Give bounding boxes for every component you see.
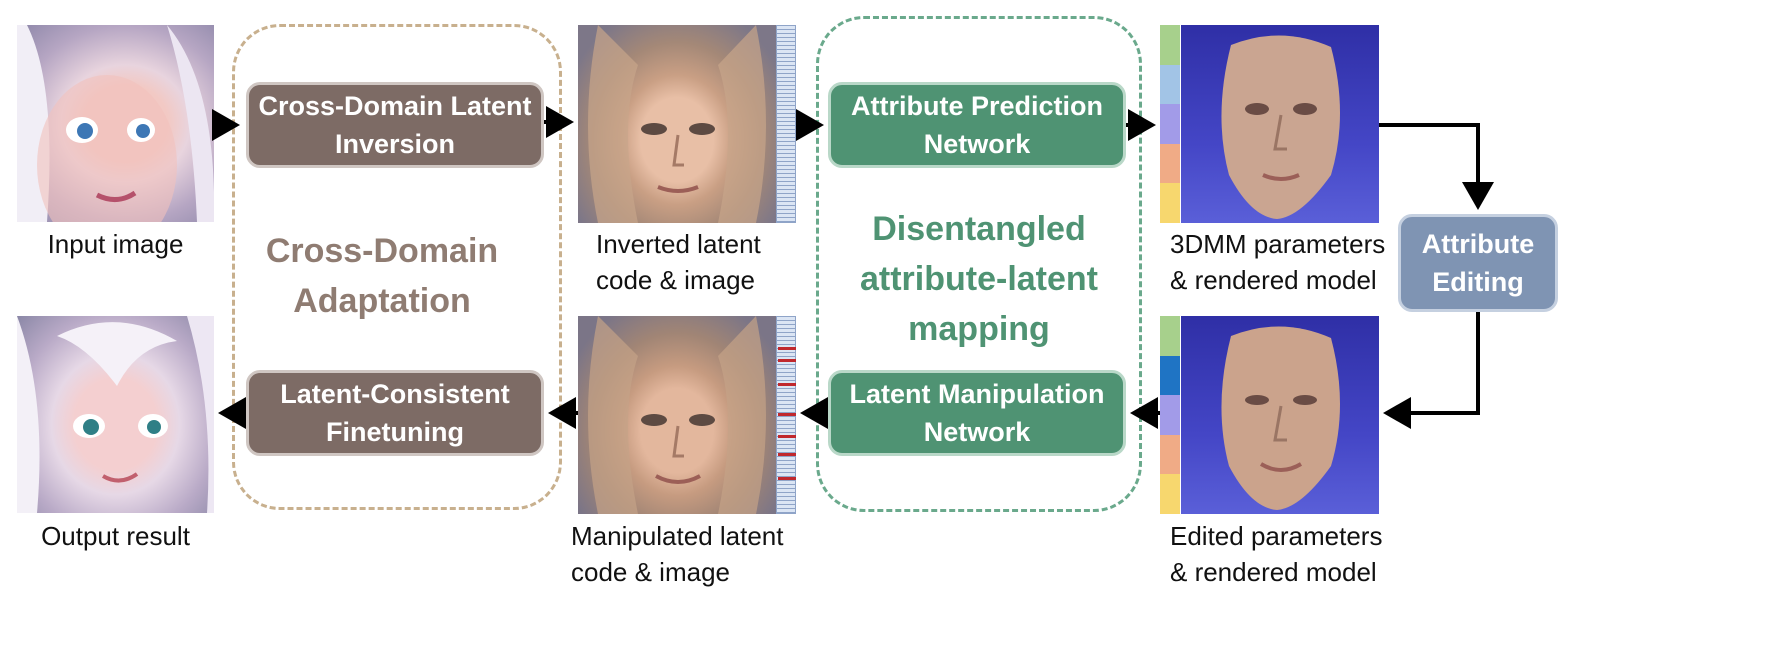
parameter-segment — [1160, 355, 1180, 396]
disentangled-region — [816, 16, 1142, 512]
cross-domain-region — [232, 24, 562, 510]
parameter-segment — [1160, 104, 1180, 144]
input-image — [17, 25, 214, 222]
disentangled-label: Disentangled attribute-latent mapping — [860, 210, 1098, 348]
cross-domain-label: Cross-Domain Adaptation — [265, 232, 499, 320]
input-caption: Input image — [47, 229, 184, 259]
3dmm-parameter-strip — [1160, 25, 1180, 223]
parameter-segment — [1160, 183, 1180, 223]
manipulated-face-image — [578, 316, 776, 514]
arrow-editing-to-edited — [1383, 312, 1480, 429]
attribute-prediction-network-box: Attribute Prediction Network — [828, 82, 1126, 168]
inverted-face-image — [578, 25, 776, 223]
3dmm-caption: 3DMM parameters & rendered model — [1170, 229, 1386, 295]
edited-caption: Edited parameters & rendered model — [1170, 521, 1383, 587]
rendered-3dmm-model — [1181, 25, 1379, 223]
parameter-segment — [1160, 316, 1180, 356]
edited-parameter-strip — [1160, 316, 1180, 514]
latent-consistent-finetuning-box: Latent-Consistent Finetuning — [246, 370, 544, 456]
cross-domain-inversion-box: Cross-Domain Latent Inversion — [246, 82, 544, 168]
output-caption: Output result — [41, 521, 190, 551]
manipulated-latent-code — [776, 316, 796, 514]
parameter-segment — [1160, 474, 1180, 514]
latent-manipulation-network-box: Latent Manipulation Network — [828, 370, 1126, 456]
rendered-edited-model — [1181, 316, 1379, 514]
inverted-caption: Inverted latent code & image — [596, 229, 761, 295]
inverted-latent-code — [776, 25, 796, 223]
parameter-segment — [1160, 143, 1180, 184]
arrow-params-to-editing — [1379, 123, 1494, 210]
parameter-segment — [1160, 395, 1180, 435]
manipulated-caption: Manipulated latent code & image — [571, 521, 784, 587]
parameter-segment — [1160, 64, 1180, 105]
parameter-segment — [1160, 434, 1180, 475]
attribute-editing-box: Attribute Editing — [1398, 214, 1558, 312]
output-image — [17, 316, 214, 513]
parameter-segment — [1160, 25, 1180, 65]
